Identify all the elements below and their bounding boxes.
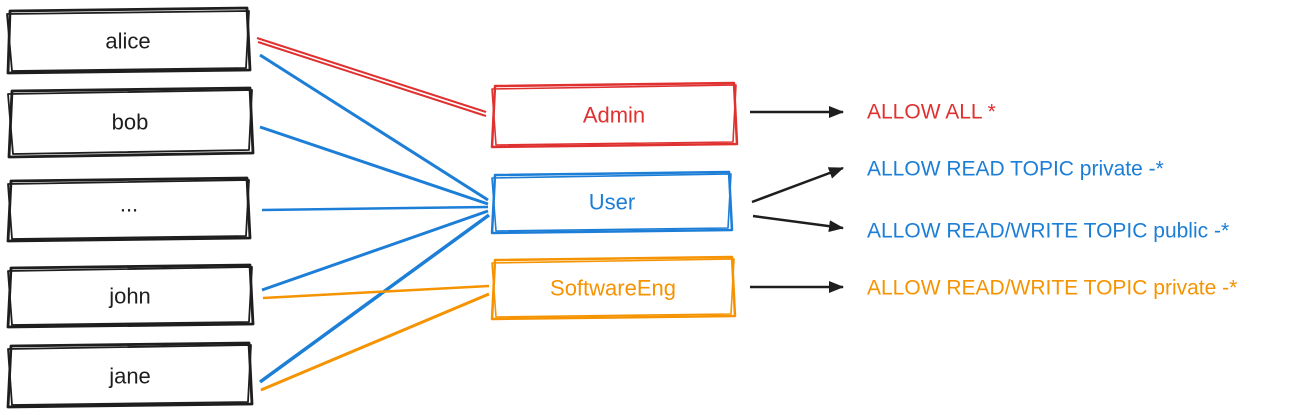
arrow-user-read-private [751, 166, 844, 204]
edge-jane-user [258, 213, 491, 384]
edge-alice-admin [256, 37, 487, 113]
edge-dots-user [261, 205, 489, 212]
box-outline [6, 6, 252, 75]
role-label: User [589, 190, 635, 215]
user-box-bob: bob [7, 86, 255, 159]
edge-jane-softwareeng [260, 292, 490, 392]
user-box-john: john [6, 263, 255, 329]
role-box-admin: Admin [490, 81, 739, 149]
box-outline [7, 86, 255, 159]
membership-edges [256, 37, 491, 392]
box-outline-overdraw [7, 266, 253, 326]
role-box-user: User [490, 170, 734, 235]
acl-text-readwrite-topic-public: ALLOW READ/WRITE TOPIC public -* [867, 220, 1229, 243]
role-label: Admin [583, 103, 645, 128]
box-outline [6, 176, 252, 243]
user-label: bob [112, 110, 149, 135]
box-outline-overdraw [7, 89, 253, 155]
box-outline-overdraw [7, 344, 252, 406]
box-outline-overdraw [6, 10, 250, 72]
acl-text-readwrite-topic-private: ALLOW READ/WRITE TOPIC private -* [867, 277, 1237, 300]
acl-text-allow-all: ALLOW ALL * [867, 101, 996, 124]
user-box-alice: alice [6, 6, 252, 75]
box-outline [6, 263, 255, 329]
user-label: alice [105, 29, 150, 54]
user-label: ... [120, 192, 138, 217]
box-outline [490, 170, 734, 235]
acl-arrows [750, 106, 844, 293]
user-label: john [108, 284, 151, 309]
box-outline [490, 81, 739, 149]
arrow-user-readwrite-public [752, 214, 844, 233]
edge-alice-admin-overdraw [257, 41, 487, 117]
box-outline [490, 255, 737, 321]
user-box-jane: jane [6, 341, 254, 409]
acl-rules: ALLOW ALL * ALLOW READ TOPIC private -* … [867, 101, 1237, 300]
edge-john-softwareeng [262, 284, 490, 300]
box-outline-overdraw [491, 258, 735, 318]
user-label: jane [108, 364, 151, 389]
box-outline-overdraw [7, 179, 250, 240]
role-label: SoftwareEng [550, 276, 676, 301]
box-outline-overdraw [491, 84, 737, 146]
box-outline [6, 341, 254, 409]
role-box-softwareeng: SoftwareEng [490, 255, 737, 321]
edge-john-user [261, 209, 489, 292]
user-box-dots: ... [6, 176, 252, 243]
edge-alice-user [259, 53, 489, 202]
box-outline-overdraw [491, 173, 732, 232]
edge-bob-user [259, 125, 489, 206]
acl-text-read-topic-private: ALLOW READ TOPIC private -* [867, 158, 1164, 181]
